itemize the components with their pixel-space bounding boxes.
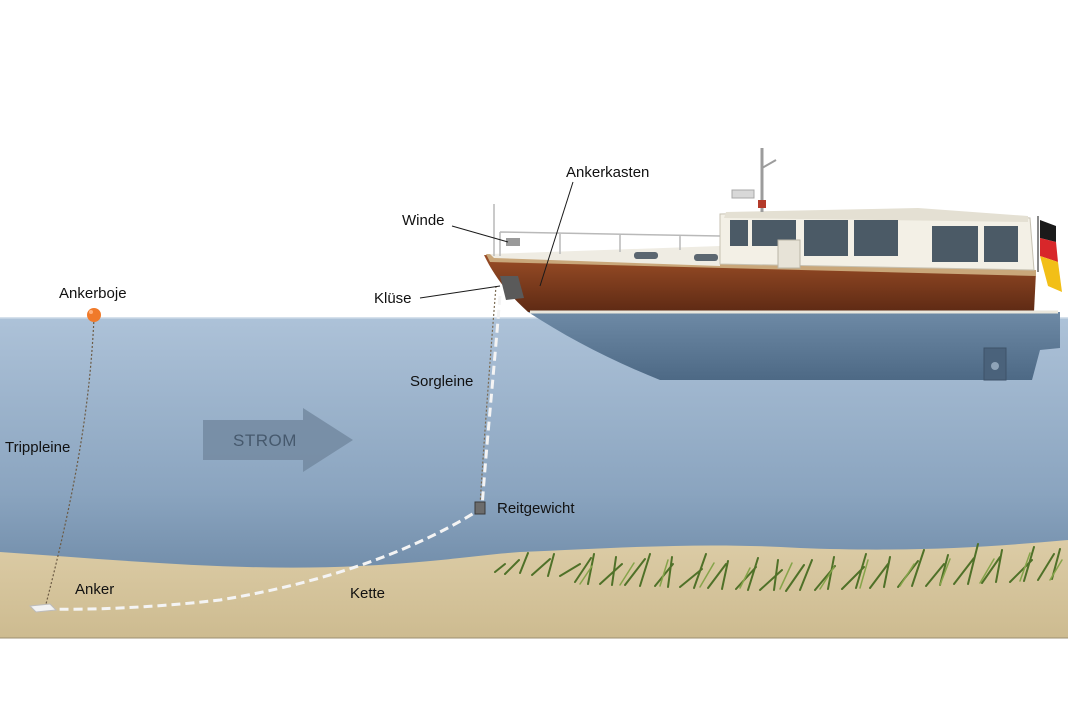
window-1 xyxy=(730,220,748,246)
label-anker: Anker xyxy=(75,581,114,598)
winde-leader xyxy=(451,225,509,243)
underwater-hull xyxy=(528,312,1060,380)
ankerkasten-leader xyxy=(539,181,574,287)
label-sorgleine: Sorgleine xyxy=(410,373,473,390)
radar xyxy=(731,189,755,199)
ankerboje-highlight xyxy=(89,310,93,314)
label-trippleine: Trippleine xyxy=(5,439,70,456)
label-winde: Winde xyxy=(402,212,445,229)
flag-red xyxy=(1040,238,1058,262)
label-ankerboje: Ankerboje xyxy=(59,285,127,302)
window-4 xyxy=(854,220,898,256)
window-6 xyxy=(984,226,1018,262)
porthole-2 xyxy=(694,254,718,261)
mast-arm xyxy=(761,159,777,169)
seagrass-light xyxy=(579,552,1063,590)
cabin-roof xyxy=(724,208,1028,222)
label-kluese: Klüse xyxy=(374,290,412,307)
ankerboje-buoy xyxy=(87,308,101,322)
flag-black xyxy=(1040,220,1056,242)
anchor-chain xyxy=(43,295,502,611)
label-reitgewicht: Reitgewicht xyxy=(497,500,575,517)
foredeck xyxy=(490,246,720,266)
window-5 xyxy=(932,226,978,262)
seabed xyxy=(0,540,1068,638)
railing xyxy=(499,231,721,256)
hawse-pipe xyxy=(500,276,524,300)
strom-arrow xyxy=(203,408,353,472)
mast-light xyxy=(758,200,766,208)
label-kette: Kette xyxy=(350,585,385,602)
cabin-door xyxy=(777,239,801,269)
anchor xyxy=(28,603,58,613)
strom-label: STROM xyxy=(233,431,297,450)
propeller-hub xyxy=(991,362,999,370)
label-ankerkasten: Ankerkasten xyxy=(566,164,649,181)
winch xyxy=(506,238,520,246)
flag-gold xyxy=(1040,256,1062,292)
sorgleine-line xyxy=(479,285,497,507)
porthole-1 xyxy=(634,252,658,259)
window-3 xyxy=(804,220,848,256)
kluese-leader xyxy=(419,285,501,299)
trippleine-line xyxy=(45,317,95,605)
reitgewicht-weight xyxy=(474,501,486,515)
